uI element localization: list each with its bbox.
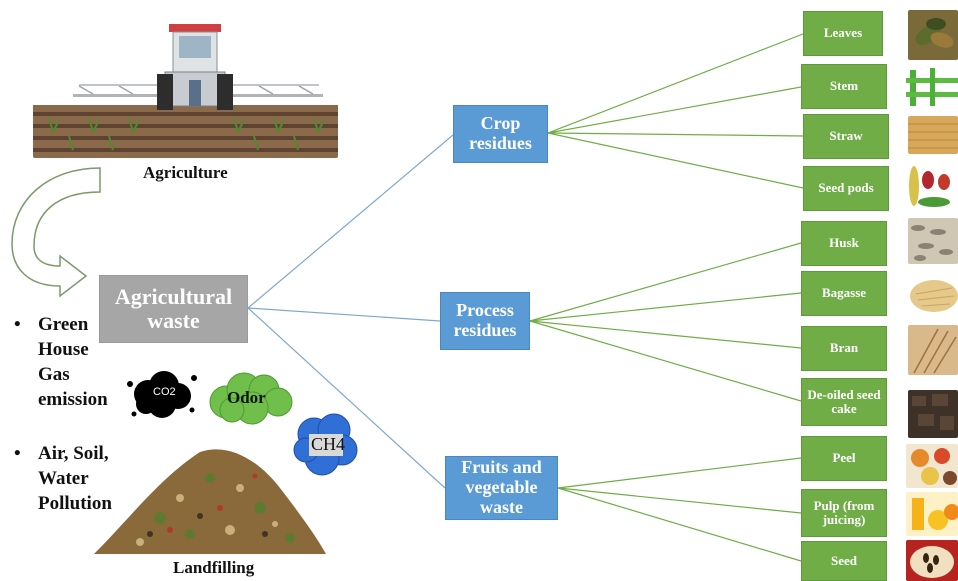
connector-root-crop <box>247 134 454 309</box>
co2-label: CO2 <box>153 386 176 398</box>
fruits-vegetable-waste-node: Fruits and vegetable waste <box>445 456 558 520</box>
bagasse-image <box>904 266 958 316</box>
connector-fruits-pulp <box>557 487 802 514</box>
process-residues-node: Process residues <box>440 292 530 350</box>
odor-label: Odor <box>227 388 266 407</box>
bagasse-node: Bagasse <box>801 271 887 316</box>
connector-crop-straw <box>547 132 804 137</box>
leaves-image <box>908 10 958 60</box>
connector-process-deoiled <box>529 320 802 402</box>
leaves-node: Leaves <box>803 11 883 56</box>
pulp-node: Pulp (from juicing) <box>801 489 887 537</box>
connector-process-bagasse <box>529 292 802 322</box>
connector-crop-seedpods <box>547 132 804 189</box>
curved-arrow-icon <box>11 167 101 298</box>
stem-image <box>906 64 958 110</box>
landfill-pile-icon <box>94 449 326 554</box>
stem-node: Stem <box>801 64 887 109</box>
connector-fruits-peel <box>557 457 802 489</box>
ch4-label: CH4 <box>311 434 346 454</box>
co2-cloud-icon <box>127 371 197 418</box>
straw-node: Straw <box>803 114 889 159</box>
bullet-ghg-emission: Green House Gas emission <box>38 314 108 410</box>
landfilling-label: Landfilling <box>173 558 255 577</box>
agriculture-label: Agriculture <box>143 163 228 182</box>
deoiled-seed-cake-node: De-oiled seed cake <box>801 378 887 426</box>
odor-cloud-icon <box>209 372 293 425</box>
bullet-marker-2: • <box>14 443 21 464</box>
connector-crop-leaves <box>547 33 804 134</box>
deoiled-seed-cake-image <box>908 390 958 438</box>
bran-node: Bran <box>801 326 887 371</box>
connector-process-bran <box>529 320 802 349</box>
bullet-pollution: Air, Soil, Water Pollution <box>38 443 112 514</box>
bullet-marker-1: • <box>14 314 21 335</box>
straw-image <box>908 116 958 154</box>
husk-image <box>908 218 958 264</box>
agriculture-illustration <box>33 20 338 158</box>
peel-node: Peel <box>801 436 887 481</box>
connector-root-process <box>247 307 441 322</box>
connector-root-fruits <box>247 307 446 489</box>
seed-pods-node: Seed pods <box>803 166 889 211</box>
tractor-field-icon <box>33 24 338 158</box>
pulp-image <box>906 492 958 536</box>
husk-node: Husk <box>801 221 887 266</box>
connector-crop-stem <box>547 86 802 134</box>
agricultural-waste-node: Agricultural waste <box>99 275 248 343</box>
bran-image <box>908 325 958 375</box>
connector-process-husk <box>529 242 802 322</box>
connector-fruits-seed <box>557 487 802 562</box>
seed-node: Seed <box>801 541 887 581</box>
ch4-label-box <box>309 434 343 456</box>
crop-residues-node: Crop residues <box>453 105 548 163</box>
peel-image <box>906 444 958 488</box>
seed-pods-image <box>904 160 958 212</box>
seed-image <box>906 540 958 581</box>
